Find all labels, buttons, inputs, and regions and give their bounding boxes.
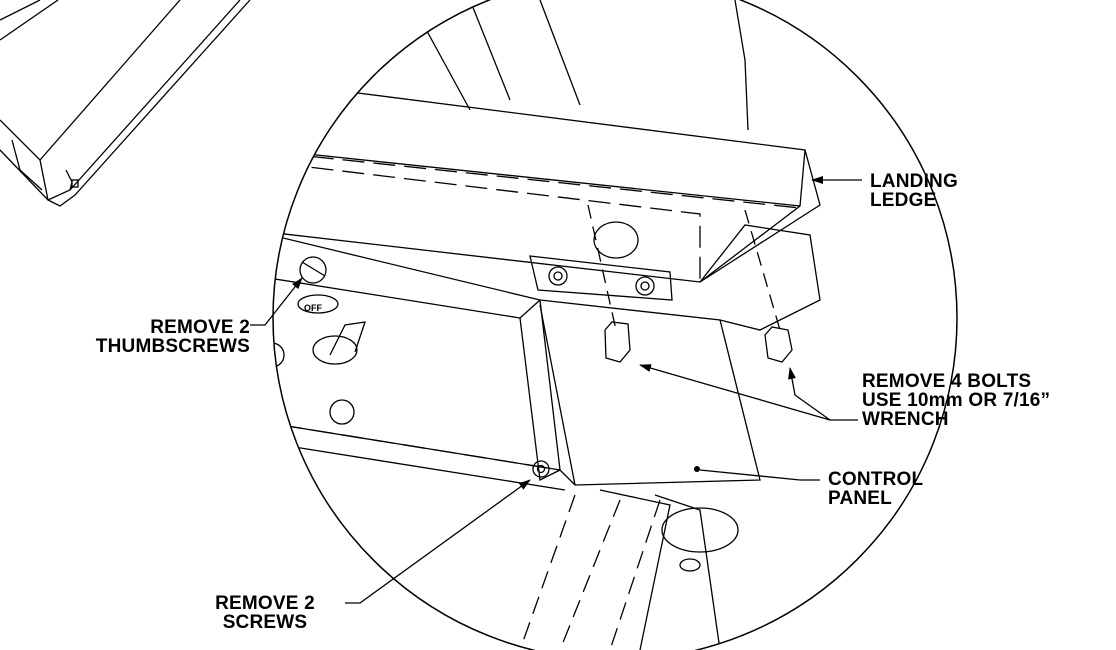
switch-label: OFF [304, 303, 322, 313]
leader-lines [250, 176, 862, 604]
appliance-overview [0, 0, 251, 207]
detail-view [272, 0, 958, 650]
